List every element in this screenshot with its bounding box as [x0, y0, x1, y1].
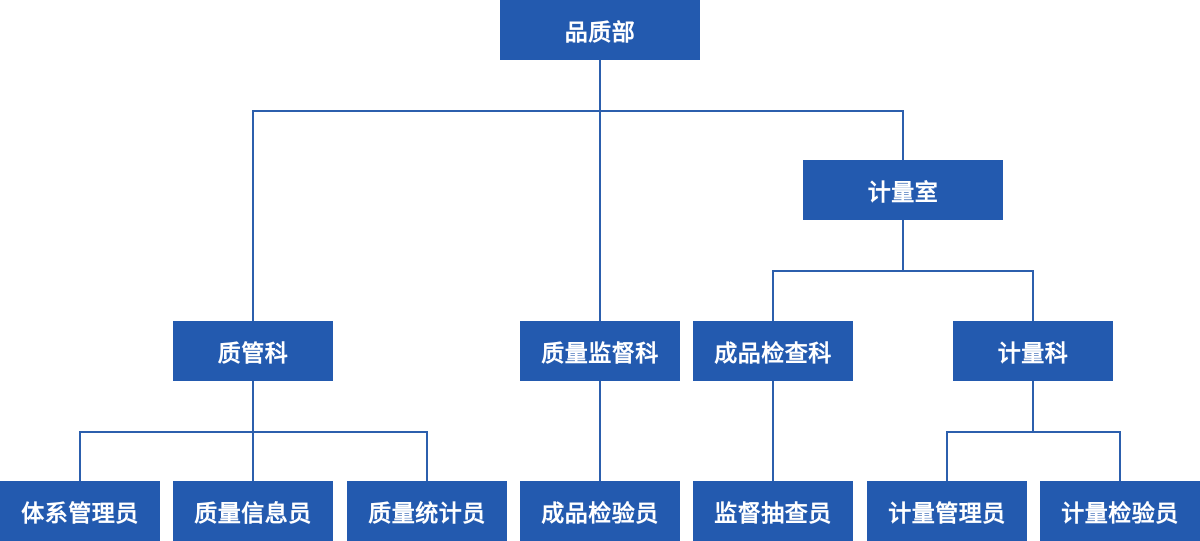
node-product-inspector: 成品检验员 [520, 481, 680, 541]
node-metrology-inspector: 计量检验员 [1040, 481, 1200, 541]
node-product-inspection: 成品检查科 [693, 321, 853, 381]
node-system-admin: 体系管理员 [0, 481, 160, 541]
node-quality-info-officer: 质量信息员 [173, 481, 333, 541]
node-metrology-admin: 计量管理员 [867, 481, 1027, 541]
node-quality-statistician: 质量统计员 [347, 481, 507, 541]
node-supervision-checker: 监督抽查员 [693, 481, 853, 541]
node-quality-department: 品质部 [500, 0, 700, 60]
node-metrology-section: 计量科 [953, 321, 1113, 381]
node-metrology-office: 计量室 [803, 160, 1003, 220]
node-quality-management: 质管科 [173, 321, 333, 381]
node-quality-supervision: 质量监督科 [520, 321, 680, 381]
